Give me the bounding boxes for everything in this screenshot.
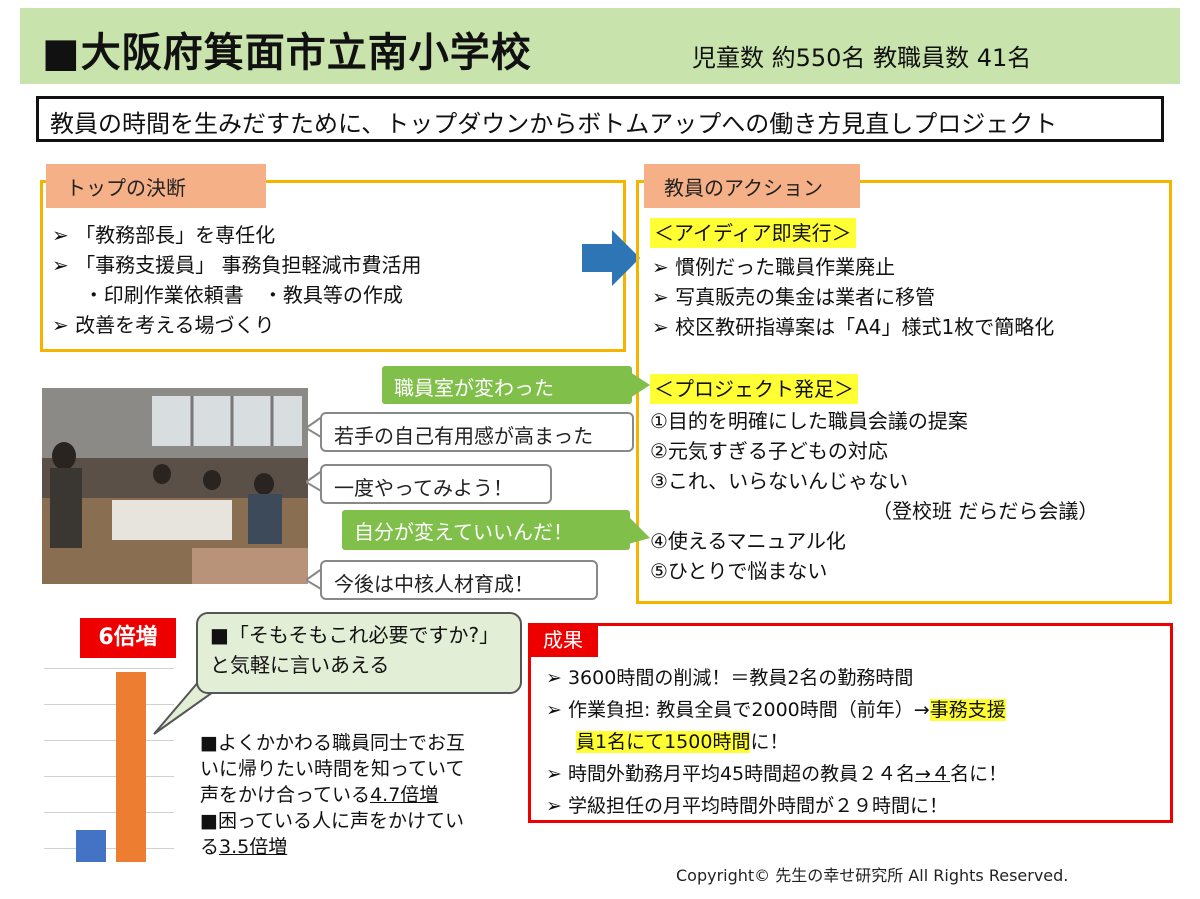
- list-item: ②元気すぎる子どもの対応: [650, 439, 888, 463]
- list-item: 員1名にて1500時間に！: [546, 726, 1007, 758]
- staffroom-changed-label: 職員室が変わった: [382, 366, 632, 404]
- note-line: 声をかけ合っている: [200, 784, 371, 806]
- note-value: 4.7倍増: [370, 784, 439, 806]
- note-line: る: [200, 836, 220, 858]
- list-item: ➢ 改善を考える場づくり: [52, 313, 275, 337]
- growth-bar: [76, 830, 106, 862]
- top-decision-list: ➢ 「教務部長」を専任化 ➢ 「事務支援員」 事務負担軽減市費活用 ・印刷作業依…: [52, 220, 421, 340]
- results-tag: 成果: [528, 623, 598, 657]
- results-list: ➢ 3600時間の削減！＝教員2名の勤務時間 ➢ 作業負担: 教員全員で2000…: [546, 662, 1007, 822]
- speech-bubble: ■「そもそもこれ必要ですか?」と気軽に言いあえる: [196, 612, 522, 694]
- idea-list: ➢ 慣例だった職員作業廃止 ➢ 写真販売の集金は業者に移管 ➢ 校区教研指導案は…: [652, 252, 1054, 342]
- list-item: ➢ 作業負担: 教員全員で2000時間（前年）→事務支援: [546, 694, 1007, 726]
- list-item: ⑤ひとりで悩まない: [650, 559, 828, 583]
- callout-future-talent: 今後は中核人材育成！: [320, 560, 598, 600]
- subtitle-box: [36, 96, 1164, 142]
- results-panel: [528, 623, 1173, 823]
- top-decision-tab: トップの決断: [46, 164, 266, 208]
- result-text: ➢ 作業負担: 教員全員で2000時間（前年）→: [546, 699, 930, 721]
- pointer-icon: [628, 516, 650, 544]
- project-subtitle: 教員の時間を生みだすために、トップダウンからボトムアップへの働き方見直しプロジェ…: [50, 110, 1058, 138]
- result-arrow: →４: [915, 763, 951, 785]
- list-item: ④使えるマニュアル化: [650, 529, 846, 553]
- growth-bar-chart: [44, 620, 174, 862]
- list-item: ➢ 慣例だった職員作業廃止: [652, 255, 896, 279]
- note-line: ■困っている人に声をかけてい: [200, 810, 465, 832]
- note-line: いに帰りたい時間を知っていて: [200, 758, 465, 780]
- school-counts: 児童数 約550名 教職員数 41名: [692, 44, 1032, 72]
- list-item: ➢ 校区教研指導案は「A4」様式1枚で簡略化: [652, 315, 1055, 339]
- growth-bar: [116, 672, 146, 862]
- result-text: に！: [750, 731, 789, 753]
- copyright: Copyright© 先生の幸せ研究所 All Rights Reserved.: [676, 866, 1069, 885]
- growth-notes: ■よくかかわる職員同士でお互 いに帰りたい時間を知っていて 声をかけ合っている4…: [200, 730, 465, 860]
- result-text: 名に！: [950, 763, 1008, 785]
- result-highlight: 員1名にて1500時間: [576, 731, 751, 753]
- note-line: ■よくかかわる職員同士でお互: [200, 732, 465, 754]
- pointer-icon: [630, 372, 650, 398]
- school-name: ■大阪府箕面市立南小学校: [42, 30, 532, 76]
- idea-heading: ＜アイディア即実行＞: [650, 218, 856, 248]
- result-highlight: 事務支援: [929, 699, 1006, 721]
- header-band: [20, 8, 1180, 84]
- list-item: ➢ 学級担任の月平均時間外時間が２９時間に！: [546, 795, 948, 817]
- list-item: ➢ 3600時間の削減！＝教員2名の勤務時間: [546, 667, 914, 689]
- list-item: ➢ 時間外勤務月平均45時間超の教員２４名→４名に！: [546, 758, 1007, 790]
- list-item: ③これ、いらないんじゃない: [650, 469, 909, 493]
- list-item: ➢ 「教務部長」を専任化: [52, 223, 276, 247]
- callout-young-staff: 若手の自己有用感が高まった: [320, 412, 634, 452]
- list-item: ➢ 「事務支援員」 事務負担軽減市費活用: [52, 253, 422, 277]
- result-text: ➢ 時間外勤務月平均45時間超の教員２４名: [546, 763, 916, 785]
- note-value: 3.5倍増: [219, 836, 288, 858]
- project-list: ①目的を明確にした職員会議の提案 ②元気すぎる子どもの対応 ③これ、いらないんじ…: [650, 406, 1098, 586]
- callout-try-once: 一度やってみよう！: [320, 464, 552, 504]
- callout-self-change: 自分が変えていいんだ！: [342, 510, 630, 550]
- list-item: ①目的を明確にした職員会議の提案: [650, 409, 968, 433]
- list-item: ➢ 写真販売の集金は業者に移管: [652, 285, 936, 309]
- list-item: ・印刷作業依頼書 ・教具等の作成: [52, 283, 403, 307]
- teacher-action-tab: 教員のアクション: [644, 164, 860, 208]
- arrow-right-icon: [582, 230, 640, 286]
- staffroom-photo: [42, 388, 308, 584]
- list-item: （登校班 だらだら会議）: [872, 499, 1099, 523]
- project-heading: ＜プロジェクト発足＞: [650, 374, 858, 404]
- six-times-label: 6倍増: [80, 618, 176, 658]
